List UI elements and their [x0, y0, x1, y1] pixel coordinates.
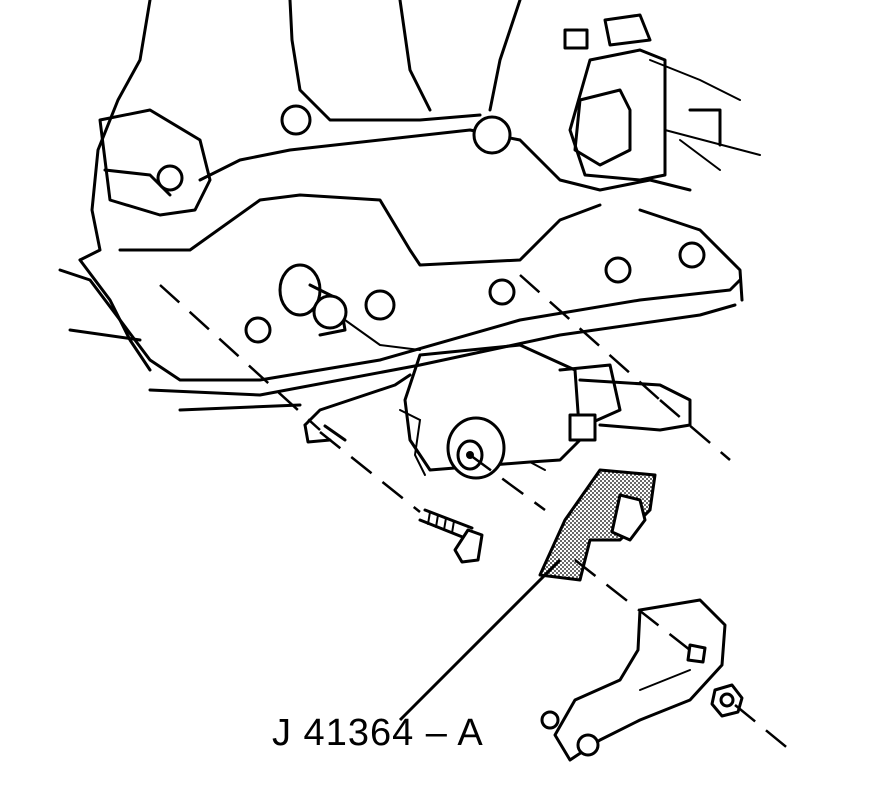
tool-callout-label: J 41364 – A: [272, 712, 484, 754]
nut: [710, 683, 744, 718]
transmission-case: [58, 0, 744, 412]
valve-body-connectors: [563, 13, 761, 182]
valve-body-bolts: [156, 104, 706, 344]
mounting-bracket: [303, 373, 412, 444]
alignment-lines: [159, 274, 791, 751]
bolt: [418, 508, 484, 564]
range-switch: [399, 343, 692, 480]
callout-leader-line: [398, 558, 562, 722]
solenoid: [278, 263, 421, 351]
shift-lever: [540, 598, 727, 762]
alignment-tool: [538, 468, 657, 582]
